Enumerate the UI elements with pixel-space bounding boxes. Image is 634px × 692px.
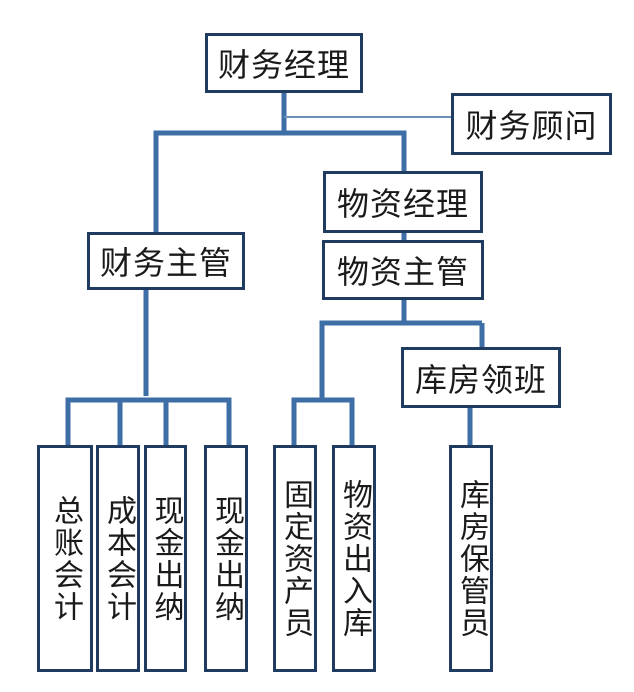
finance-manager-label: 财务经理 xyxy=(217,46,350,84)
materials-manager-box: 物资经理 xyxy=(323,171,483,233)
connector-lines xyxy=(65,92,485,446)
finance-advisor-label: 财务顾问 xyxy=(465,107,598,145)
warehouse-keeper-label: 库房保管员 xyxy=(454,478,489,639)
finance-advisor-box: 财务顾问 xyxy=(451,93,612,155)
cashier-box-1: 现金出纳 xyxy=(144,445,187,672)
materials-supervisor-label: 物资主管 xyxy=(336,253,469,291)
materials-inout-clerk-box: 物资出入库 xyxy=(332,445,376,672)
warehouse-keeper-box: 库房保管员 xyxy=(449,445,493,672)
cashier-label-1: 现金出纳 xyxy=(148,494,184,623)
general-ledger-accountant-label: 总账会计 xyxy=(48,494,83,623)
finance-supervisor-label: 财务主管 xyxy=(99,244,232,282)
fixed-asset-clerk-label: 固定资产员 xyxy=(278,478,313,639)
fixed-asset-clerk-box: 固定资产员 xyxy=(273,445,317,672)
warehouse-foreman-box: 库房领班 xyxy=(401,347,561,408)
cost-accountant-box: 成本会计 xyxy=(96,445,140,672)
materials-inout-clerk-label: 物资出入库 xyxy=(337,478,372,639)
cashier-box-2: 现金出纳 xyxy=(204,445,248,672)
materials-supervisor-box: 物资主管 xyxy=(322,240,484,300)
materials-manager-label: 物资经理 xyxy=(336,185,469,223)
cashier-label-2: 现金出纳 xyxy=(209,494,244,623)
warehouse-foreman-label: 库房领班 xyxy=(414,360,547,399)
general-ledger-accountant-box: 总账会计 xyxy=(37,445,93,672)
cost-accountant-label: 成本会计 xyxy=(101,494,136,623)
finance-supervisor-box: 财务主管 xyxy=(87,232,245,290)
finance-manager-box: 财务经理 xyxy=(205,33,363,93)
